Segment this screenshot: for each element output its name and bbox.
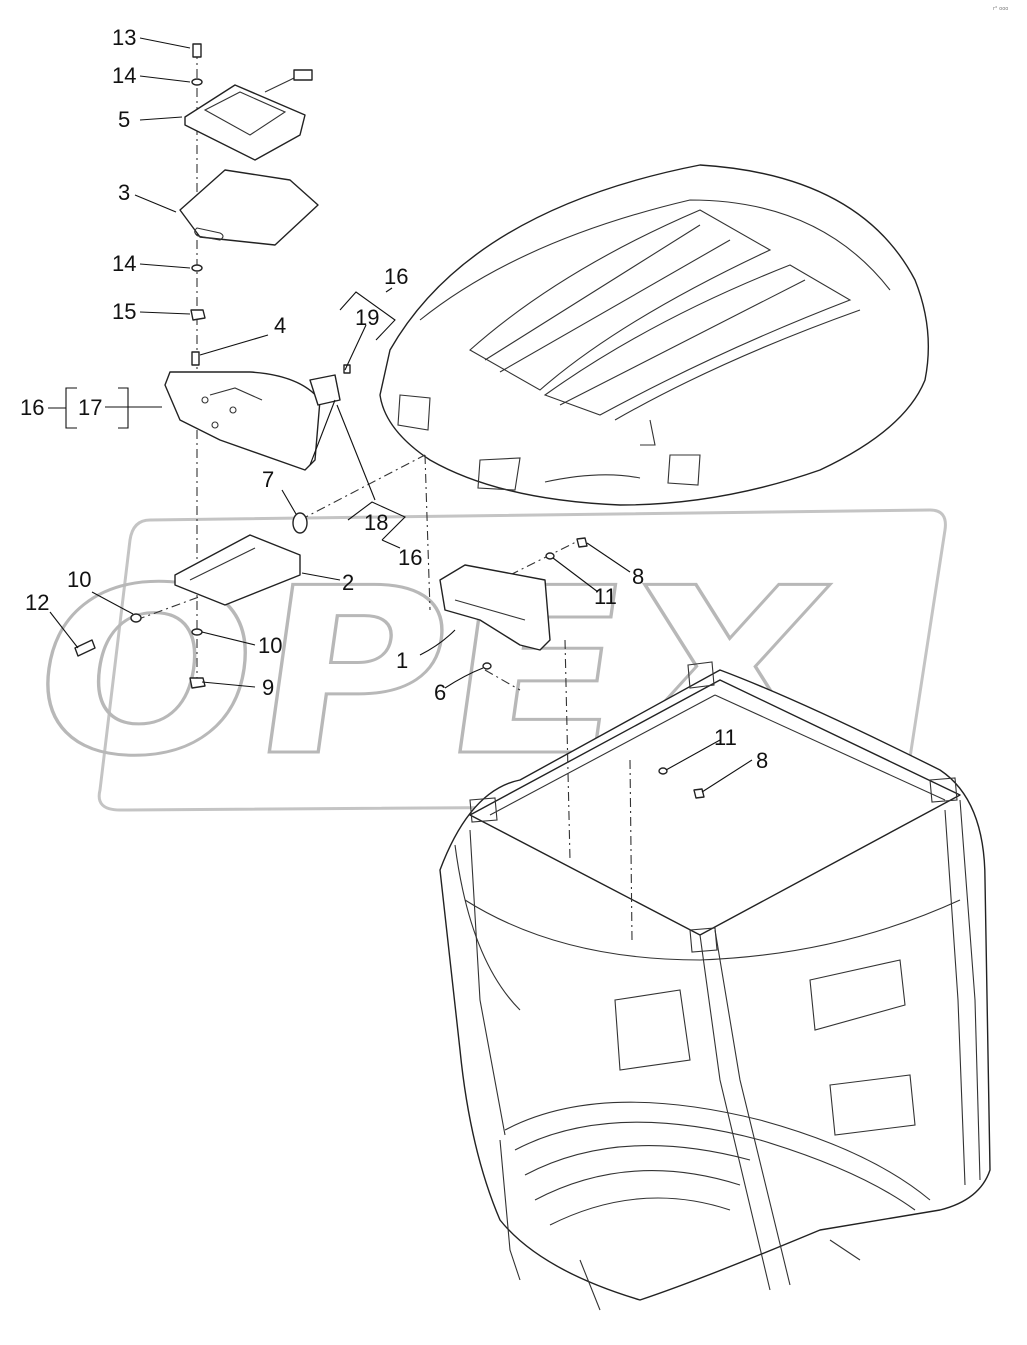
callout-14: 14 <box>112 251 136 276</box>
callout-6: 6 <box>434 680 446 705</box>
callout-17: 17 <box>78 395 102 420</box>
cab-roof <box>379 164 930 506</box>
callout-4: 4 <box>274 313 286 338</box>
callout-8: 8 <box>756 748 768 773</box>
callout-2: 2 <box>342 570 354 595</box>
callout-5: 5 <box>118 107 130 132</box>
callout-14: 14 <box>112 63 136 88</box>
callout-3: 3 <box>118 180 130 205</box>
callout-16: 16 <box>384 264 408 289</box>
leader-lines <box>48 37 753 793</box>
corner-note: r° ooo <box>993 6 1008 12</box>
callout-8: 8 <box>632 564 644 589</box>
callout-7: 7 <box>262 467 274 492</box>
callout-10: 10 <box>67 567 91 592</box>
cab-frame <box>439 661 991 1311</box>
callout-12: 12 <box>25 590 49 615</box>
callout-16: 16 <box>398 545 422 570</box>
callout-9: 9 <box>262 675 274 700</box>
callout-11: 11 <box>714 725 737 750</box>
callout-1: 1 <box>396 648 408 673</box>
callout-13: 13 <box>112 25 136 50</box>
callout-16: 16 <box>20 395 44 420</box>
callout-11: 11 <box>594 584 617 609</box>
callouts: 13 14 5 3 14 15 4 19 16 16 17 7 18 16 2 … <box>20 25 768 773</box>
callout-19: 19 <box>355 305 379 330</box>
parts-upper-left <box>74 43 705 799</box>
callout-10: 10 <box>258 633 282 658</box>
callout-18: 18 <box>364 510 388 535</box>
callout-15: 15 <box>112 299 136 324</box>
